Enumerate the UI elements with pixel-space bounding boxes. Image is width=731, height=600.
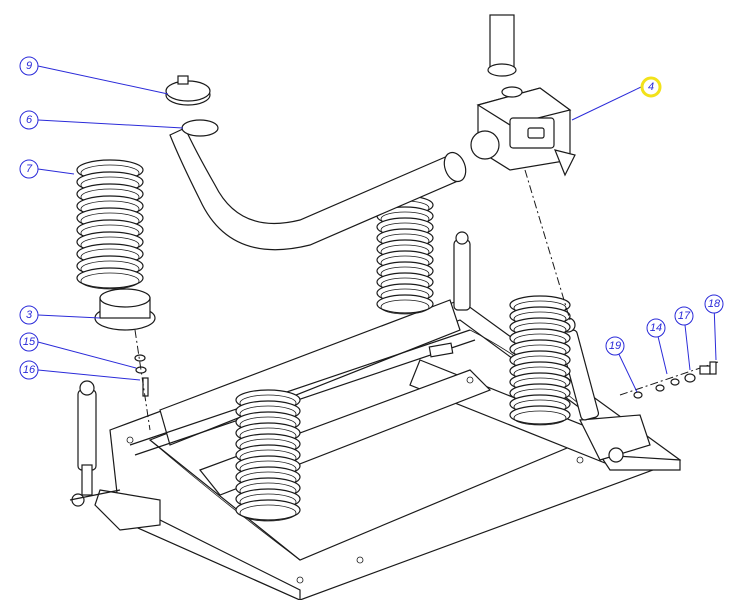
callout-6: 6 bbox=[19, 110, 39, 130]
coil-spring-front bbox=[235, 389, 301, 522]
svg-text:9: 9 bbox=[26, 60, 32, 72]
callout-3: 3 bbox=[19, 305, 39, 325]
svg-text:4: 4 bbox=[648, 81, 654, 93]
callout-14: 14 bbox=[646, 318, 666, 338]
callout-19: 19 bbox=[605, 336, 625, 356]
svg-text:18: 18 bbox=[708, 298, 721, 310]
coil-spring-7 bbox=[76, 159, 144, 290]
spring-coil bbox=[376, 294, 434, 314]
callout-18: 18 bbox=[704, 294, 724, 314]
spring-coil bbox=[235, 499, 301, 521]
spring-coil-inner bbox=[380, 299, 430, 315]
svg-text:14: 14 bbox=[650, 322, 662, 334]
svg-text:16: 16 bbox=[23, 364, 36, 376]
svg-text:17: 17 bbox=[678, 310, 691, 322]
svg-text:19: 19 bbox=[609, 340, 621, 352]
spring-coil-inner bbox=[239, 504, 297, 522]
coil-spring-right bbox=[509, 295, 571, 426]
bent-tube-6 bbox=[169, 119, 467, 251]
spring-seat-3 bbox=[94, 288, 156, 331]
coil-spring-center bbox=[376, 195, 434, 315]
upper-pipe bbox=[487, 14, 517, 77]
hardware-row bbox=[619, 361, 719, 399]
svg-text:3: 3 bbox=[26, 309, 33, 321]
spring-coil-inner bbox=[513, 410, 567, 426]
callout-7: 7 bbox=[19, 159, 39, 179]
svg-text:7: 7 bbox=[26, 163, 33, 175]
spring-coil bbox=[76, 267, 144, 289]
spring-coil-inner bbox=[80, 272, 140, 290]
callout-16: 16 bbox=[19, 360, 39, 380]
cross-rod bbox=[129, 329, 476, 456]
svg-text:15: 15 bbox=[23, 336, 36, 348]
shock-absorber-right-front bbox=[453, 231, 471, 311]
callout-17: 17 bbox=[674, 306, 694, 326]
svg-text:6: 6 bbox=[26, 114, 33, 126]
valve-block-4 bbox=[470, 86, 576, 177]
washer-15 bbox=[134, 354, 147, 374]
callout-15: 15 bbox=[19, 332, 39, 352]
base-frame bbox=[94, 299, 682, 600]
callout-4: 4 bbox=[640, 76, 662, 98]
spring-coil bbox=[509, 405, 571, 425]
bolt-16 bbox=[134, 329, 151, 431]
shock-absorber-left bbox=[69, 380, 121, 507]
callout-9: 9 bbox=[19, 56, 39, 76]
hose-clamp-9 bbox=[165, 75, 211, 106]
